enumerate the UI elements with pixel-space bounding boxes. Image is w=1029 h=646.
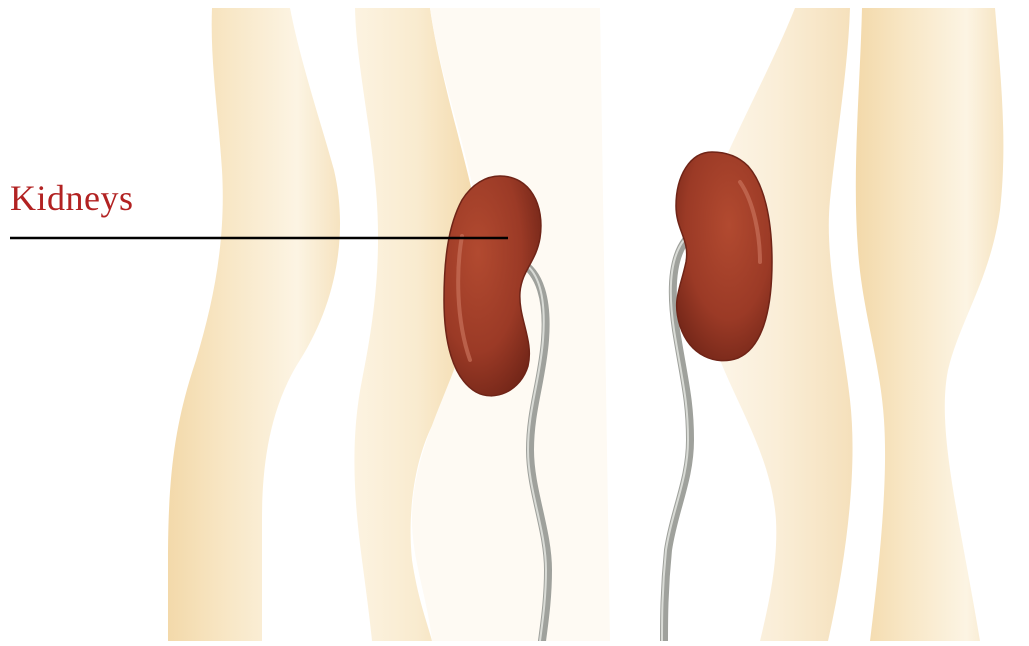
kidneys-label: Kidneys <box>10 178 134 218</box>
kidney-icon <box>676 152 772 361</box>
left-outer-bone <box>168 8 340 641</box>
right-outer-bone <box>856 8 1004 641</box>
body-silhouette <box>168 8 1003 641</box>
right-kidney <box>676 152 772 361</box>
